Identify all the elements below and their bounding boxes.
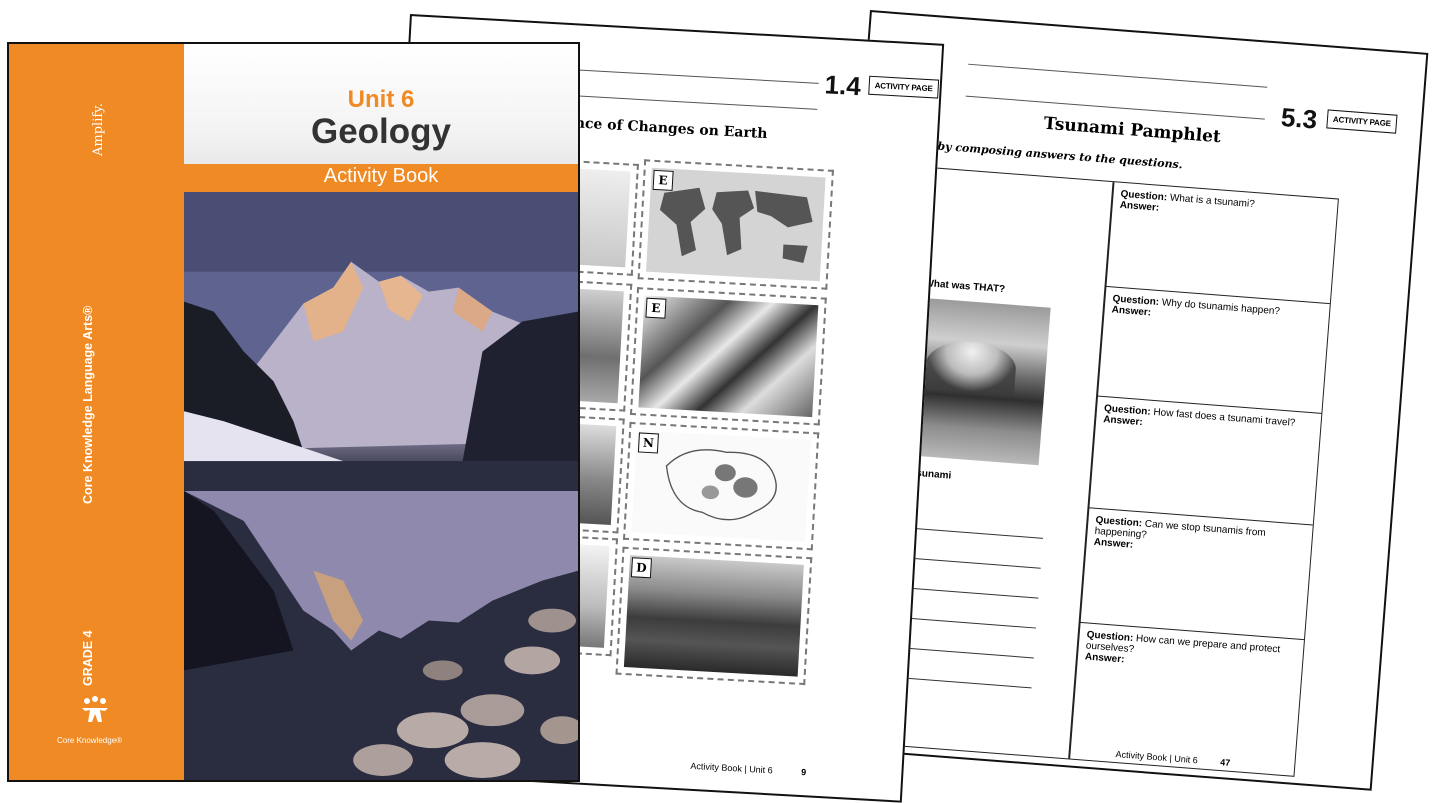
book-title: Geology bbox=[310, 112, 452, 151]
page-instructions: phlet by composing answers to the questi… bbox=[901, 136, 1184, 172]
question-box: Question: Why do tsunamis happen? Answer… bbox=[1097, 286, 1330, 414]
evidence-activity-page: 1.4 ACTIVITY PAGE dence of Changes on Ea… bbox=[367, 14, 945, 803]
date-line bbox=[567, 94, 818, 110]
publisher-logo: Amplify. bbox=[91, 103, 106, 156]
card-letter: N bbox=[637, 432, 659, 454]
people-icon bbox=[82, 696, 108, 722]
mountain-lake-photo bbox=[184, 192, 578, 780]
pamphlet-grid: n: What was THAT? : A tsunami Question: … bbox=[875, 166, 1339, 777]
question-box: Question: How can we prepare and protect… bbox=[1084, 629, 1281, 666]
card-letter: D bbox=[630, 557, 652, 579]
cover-spine bbox=[9, 44, 184, 780]
page-footer: Activity Book | Unit 6 9 bbox=[690, 760, 807, 778]
question-box: Question: Can we stop tsunamis from happ… bbox=[1079, 508, 1313, 641]
title-bar bbox=[184, 164, 578, 192]
core-knowledge-logo bbox=[65, 696, 125, 729]
picture-card: E bbox=[637, 159, 834, 290]
activity-page-badge: ACTIVITY PAGE bbox=[1326, 109, 1398, 134]
page-number: 5.3 bbox=[1279, 101, 1319, 135]
name-line bbox=[968, 63, 1268, 88]
card-letter: E bbox=[645, 297, 667, 319]
logo-text: Core Knowledge® bbox=[57, 736, 123, 745]
book-cover: Amplify. Core Knowledge Language Arts® G… bbox=[7, 42, 580, 782]
unit-label: Unit 6 bbox=[347, 86, 415, 113]
picture-card: N bbox=[622, 421, 820, 551]
page-title: dence of Changes on Earth bbox=[555, 114, 768, 143]
pangaea-map-image bbox=[631, 430, 811, 542]
grade-label: GRADE 4 bbox=[81, 630, 95, 686]
activity-page-badge: ACTIVITY PAGE bbox=[868, 75, 940, 99]
name-line bbox=[569, 68, 819, 84]
picture-card: D bbox=[615, 546, 813, 686]
world-map-image bbox=[645, 167, 826, 282]
cover-header bbox=[184, 44, 578, 164]
question-box: Question: How fast does a tsunami travel… bbox=[1088, 396, 1322, 526]
page-title: Tsunami Pamphlet bbox=[1043, 113, 1222, 148]
series-title: Core Knowledge Language Arts® bbox=[81, 305, 95, 504]
book-subtitle: Activity Book bbox=[323, 165, 439, 187]
date-line bbox=[965, 95, 1265, 120]
card-letter: E bbox=[652, 169, 674, 191]
picture-card: E bbox=[629, 287, 827, 426]
page-number: 1.4 bbox=[823, 69, 862, 102]
question-box: Question: What is a tsunami? Answer: bbox=[1105, 182, 1338, 305]
